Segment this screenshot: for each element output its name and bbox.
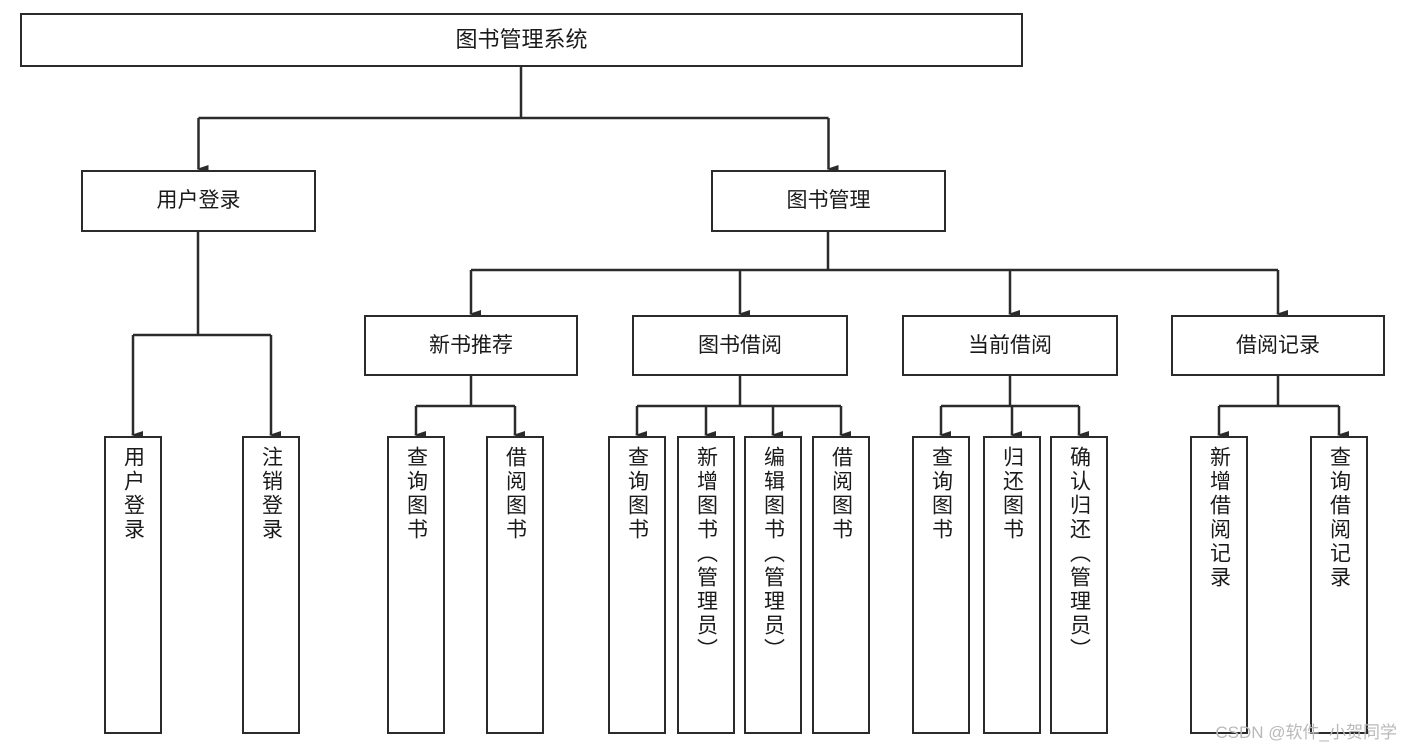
node-label: 编辑图书（管理员） [761,446,785,662]
edge-group [131,67,1349,439]
node-leaf-return-book[interactable]: 归还图书 [983,436,1041,734]
node-leaf-user-logout[interactable]: 注销登录 [242,436,300,734]
node-label: 新增图书（管理员） [694,446,718,662]
node-label: 借阅图书 [829,446,853,542]
node-label: 确认归还（管理员） [1067,446,1091,662]
node-root[interactable]: 图书管理系统 [20,13,1023,67]
node-label: 查询图书 [929,446,953,542]
node-leaf-borrow-book-1[interactable]: 借阅图书 [486,436,544,734]
node-leaf-borrow-book-2[interactable]: 借阅图书 [812,436,870,734]
node-leaf-query-book-2[interactable]: 查询图书 [608,436,666,734]
node-leaf-query-book-3[interactable]: 查询图书 [912,436,970,734]
node-leaf-confirm-ret[interactable]: 确认归还（管理员） [1050,436,1108,734]
node-book-borrow[interactable]: 图书借阅 [632,315,848,376]
node-leaf-add-book[interactable]: 新增图书（管理员） [677,436,735,734]
node-current-borrow[interactable]: 当前借阅 [902,315,1118,376]
node-label: 用户登录 [121,446,145,542]
watermark: CSDN @软件_小贺同学 [1215,723,1397,742]
node-user-login[interactable]: 用户登录 [81,170,316,232]
node-label: 借阅记录 [1236,333,1320,357]
node-label: 查询借阅记录 [1327,446,1351,590]
node-label: 归还图书 [1000,446,1024,542]
node-label: 查询图书 [625,446,649,542]
node-label: 当前借阅 [968,333,1052,357]
node-label: 借阅图书 [503,446,527,542]
node-book-manage[interactable]: 图书管理 [711,170,946,232]
node-new-book-rec[interactable]: 新书推荐 [364,315,578,376]
node-borrow-record[interactable]: 借阅记录 [1171,315,1385,376]
node-leaf-edit-book[interactable]: 编辑图书（管理员） [744,436,802,734]
node-label: 新增借阅记录 [1207,446,1231,590]
node-label: 新书推荐 [429,333,513,357]
node-leaf-add-record[interactable]: 新增借阅记录 [1190,436,1248,734]
node-label: 图书管理系统 [455,26,588,52]
node-label: 图书管理 [786,189,871,213]
node-label: 查询图书 [404,446,428,542]
node-leaf-user-login[interactable]: 用户登录 [104,436,162,734]
node-leaf-query-record[interactable]: 查询借阅记录 [1310,436,1368,734]
node-label: 注销登录 [259,446,283,542]
node-label: 用户登录 [156,189,241,213]
node-leaf-query-book-1[interactable]: 查询图书 [387,436,445,734]
node-label: 图书借阅 [698,333,782,357]
